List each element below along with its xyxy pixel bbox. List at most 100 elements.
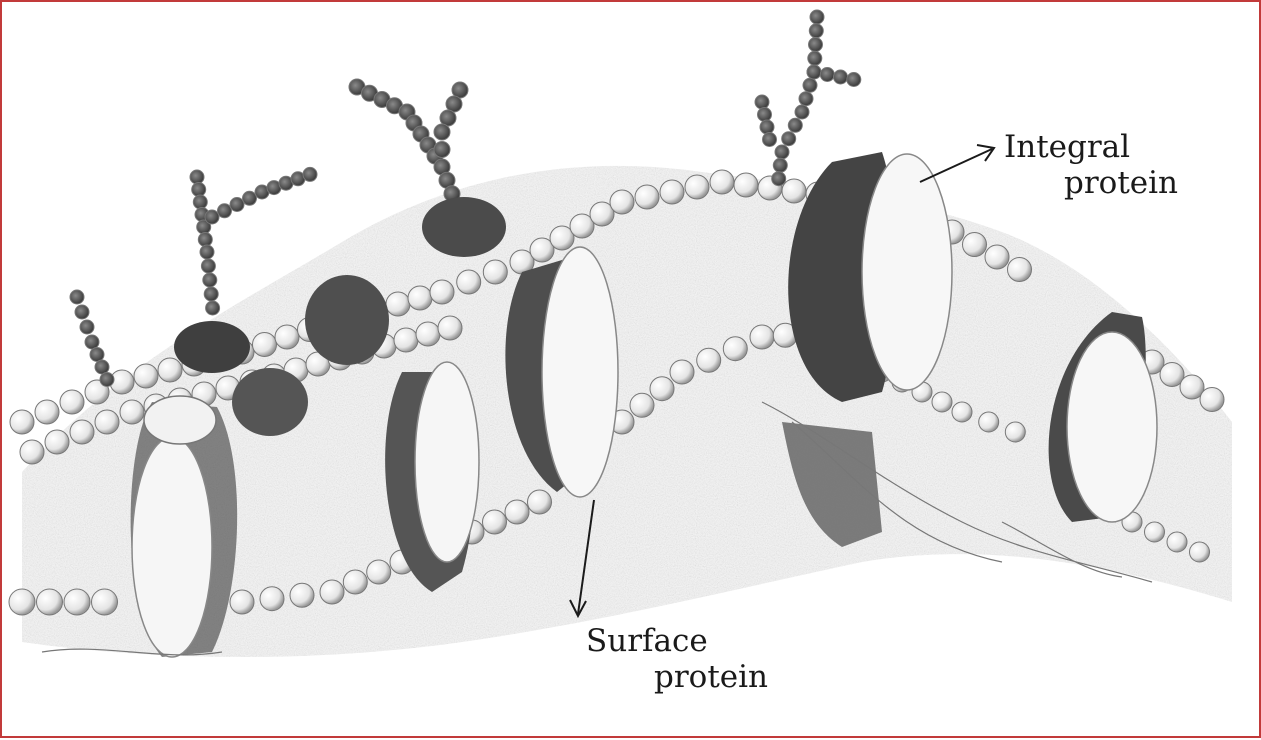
lipid-head-bead bbox=[45, 430, 69, 454]
peripheral-protein-blob bbox=[232, 368, 308, 436]
lipid-head-bead bbox=[457, 270, 481, 294]
lipid-head-bead bbox=[809, 38, 823, 52]
integral-protein-front-left bbox=[131, 396, 238, 657]
lipid-head-bead bbox=[206, 301, 220, 315]
surface-protein-label: Surface protein bbox=[586, 624, 768, 695]
lipid-head-bead bbox=[650, 377, 674, 401]
lipid-head-bead bbox=[158, 358, 182, 382]
lipid-head-bead bbox=[64, 589, 90, 615]
lipid-head-bead bbox=[430, 280, 454, 304]
lipid-head-bead bbox=[394, 328, 418, 352]
lipid-head-bead bbox=[290, 583, 314, 607]
lipid-head-bead bbox=[200, 245, 214, 259]
lipid-head-bead bbox=[795, 105, 809, 119]
lipid-head-bead bbox=[1167, 532, 1187, 552]
lipid-head-bead bbox=[788, 118, 802, 132]
peripheral-protein-blob bbox=[305, 275, 389, 365]
lipid-head-bead bbox=[275, 325, 299, 349]
lipid-head-bead bbox=[807, 65, 821, 79]
lipid-head-bead bbox=[95, 360, 109, 374]
lipid-head-bead bbox=[343, 570, 367, 594]
lipid-head-bead bbox=[772, 172, 786, 186]
lipid-head-bead bbox=[810, 10, 824, 24]
lipid-head-bead bbox=[201, 259, 215, 273]
lipid-head-bead bbox=[434, 124, 450, 140]
lipid-head-bead bbox=[70, 420, 94, 444]
lipid-head-bead bbox=[610, 190, 634, 214]
lipid-head-bead bbox=[710, 170, 734, 194]
lipid-head-bead bbox=[70, 290, 84, 304]
lipid-head-bead bbox=[847, 73, 861, 87]
lipid-head-bead bbox=[416, 322, 440, 346]
integral-protein-label: Integral protein bbox=[1004, 130, 1178, 201]
lipid-head-bead bbox=[80, 320, 94, 334]
lipid-head-bead bbox=[670, 360, 694, 384]
surface-label-line2: protein bbox=[586, 660, 768, 696]
lipid-head-bead bbox=[320, 580, 344, 604]
integral-label-line1: Integral bbox=[1004, 130, 1178, 166]
lipid-head-bead bbox=[483, 260, 507, 284]
lipid-head-bead bbox=[230, 198, 244, 212]
lipid-head-bead bbox=[434, 142, 450, 158]
lipid-head-bead bbox=[760, 120, 774, 134]
lipid-head-bead bbox=[90, 348, 104, 362]
lipid-head-bead bbox=[408, 286, 432, 310]
lipid-head-bead bbox=[1145, 522, 1165, 542]
lipid-head-bead bbox=[483, 510, 507, 534]
lipid-head-bead bbox=[203, 273, 217, 287]
lipid-head-bead bbox=[243, 191, 257, 205]
lipid-head-bead bbox=[755, 95, 769, 109]
lipid-head-bead bbox=[253, 333, 277, 357]
lipid-head-bead bbox=[685, 175, 709, 199]
lipid-head-bead bbox=[1190, 542, 1210, 562]
lipid-head-bead bbox=[75, 305, 89, 319]
lipid-head-bead bbox=[386, 292, 410, 316]
lipid-head-bead bbox=[932, 392, 952, 412]
lipid-head-bead bbox=[37, 589, 63, 615]
lipid-head-bead bbox=[10, 410, 34, 434]
glycoprotein-base bbox=[422, 197, 506, 257]
lipid-head-bead bbox=[803, 78, 817, 92]
lipid-head-bead bbox=[809, 24, 823, 38]
lipid-head-bead bbox=[808, 51, 822, 65]
lipid-head-bead bbox=[775, 145, 789, 159]
lipid-head-bead bbox=[758, 108, 772, 122]
integral-label-line2: protein bbox=[1004, 166, 1178, 202]
lipid-head-bead bbox=[218, 204, 232, 218]
lipid-head-bead bbox=[963, 233, 987, 257]
lipid-head-bead bbox=[1008, 258, 1032, 282]
lipid-head-bead bbox=[92, 589, 118, 615]
lipid-head-bead bbox=[95, 410, 119, 434]
lipid-head-bead bbox=[120, 400, 144, 424]
lipid-head-bead bbox=[60, 390, 84, 414]
lipid-head-bead bbox=[1200, 388, 1224, 412]
lipid-head-bead bbox=[1005, 422, 1025, 442]
lipid-head-bead bbox=[723, 337, 747, 361]
lipid-head-bead bbox=[773, 158, 787, 172]
lipid-head-bead bbox=[660, 180, 684, 204]
lipid-head-bead bbox=[505, 500, 529, 524]
lipid-head-bead bbox=[190, 170, 204, 184]
lipid-head-bead bbox=[782, 132, 796, 146]
integral-arrow bbox=[920, 145, 994, 182]
lipid-head-bead bbox=[528, 490, 552, 514]
lipid-head-bead bbox=[799, 92, 813, 106]
lipid-head-bead bbox=[260, 587, 284, 611]
surface-label-line1: Surface bbox=[586, 624, 768, 660]
lipid-head-bead bbox=[134, 364, 158, 388]
lipid-head-bead bbox=[85, 335, 99, 349]
lipid-head-bead bbox=[20, 440, 44, 464]
lipid-head-bead bbox=[952, 402, 972, 422]
lipid-head-bead bbox=[820, 68, 834, 82]
lipid-head-bead bbox=[630, 393, 654, 417]
lipid-head-bead bbox=[750, 325, 774, 349]
lipid-head-bead bbox=[697, 348, 721, 372]
lipid-head-bead bbox=[734, 173, 758, 197]
lipid-head-bead bbox=[303, 167, 317, 181]
lipid-head-bead bbox=[635, 185, 659, 209]
lipid-head-bead bbox=[198, 233, 212, 247]
lipid-head-bead bbox=[35, 400, 59, 424]
lipid-head-bead bbox=[192, 183, 206, 197]
lipid-head-bead bbox=[100, 373, 114, 387]
